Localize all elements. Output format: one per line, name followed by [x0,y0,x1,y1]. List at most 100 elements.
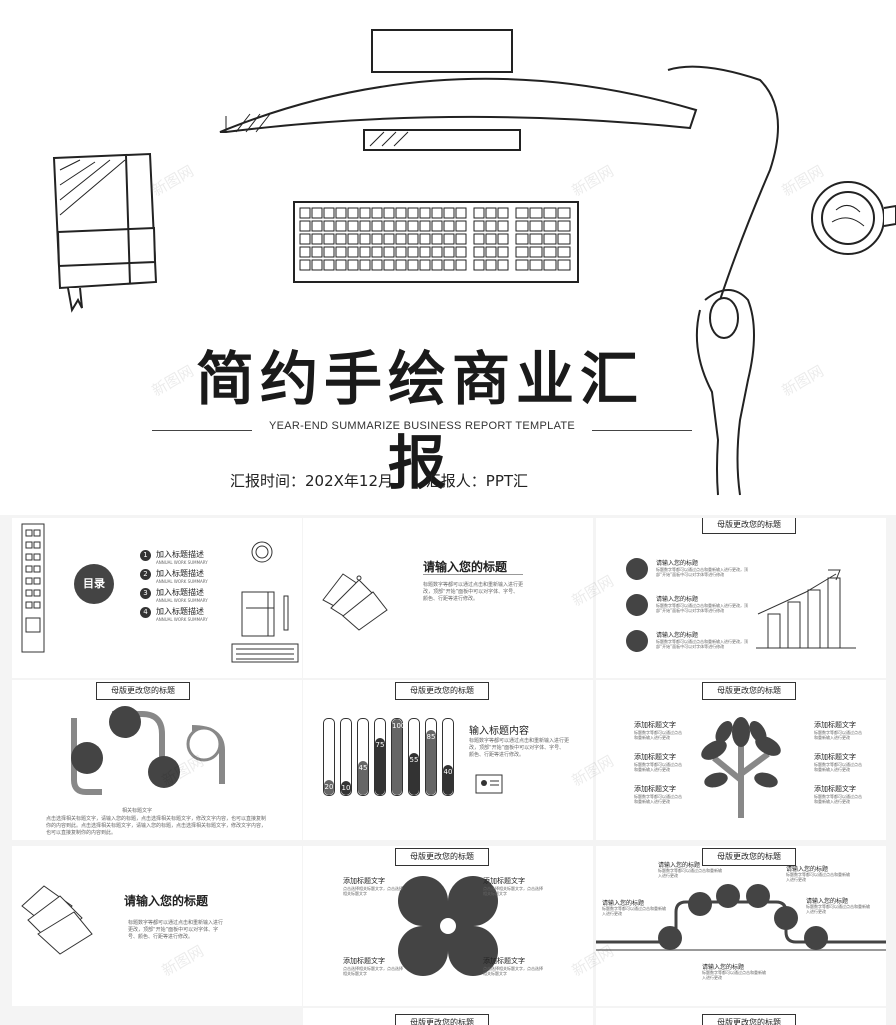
tree-label: 添加标题文字 [814,721,856,729]
tree-label: 添加标题文字 [814,785,856,793]
tree-label: 添加标题文字 [634,785,676,793]
key [359,246,371,258]
cup-small-icon [251,541,273,563]
key [335,259,347,271]
key [311,220,323,232]
bar-value: 75 [375,738,385,795]
bar-track: 85 [425,718,437,796]
key [347,246,359,258]
key [497,233,509,245]
key [529,207,543,219]
key [383,220,395,232]
bar-track: 55 [408,718,420,796]
clover-diagram [398,876,498,976]
slide-thumb-clover[interactable]: 母版更改您的标题 添加标题文字点击选择相关标题文字，点击选择相关标题文字添加标题… [303,846,593,1006]
toc-item-label: 加入标题描述 [156,569,204,578]
key [543,259,557,271]
toc-number: 2 [140,569,151,580]
key [395,220,407,232]
toc-item-label: 加入标题描述 [156,550,204,559]
key [359,207,371,219]
timeline-label: 请输入您的标题 [702,964,745,971]
growth-item-icon [626,594,648,616]
key [473,246,485,258]
subtitle-rule-left [152,430,252,431]
key [443,259,455,271]
key [455,233,467,245]
toc-item-sub: ANNUAL WORK SUMMARY [156,598,208,603]
key [419,233,431,245]
slide-thumb-partial[interactable]: 母版更改您的标题 [303,1008,593,1025]
slide-thumb-growth[interactable]: 母版更改您的标题 请输入您的标题标题数字等都可以通过点击和重新输入进行更改，顶部… [596,518,886,678]
growth-item-icon [626,558,648,580]
slide-ribbon: 母版更改您的标题 [387,682,497,700]
key [515,259,529,271]
process-circles [71,706,225,795]
key [407,220,419,232]
key [335,220,347,232]
tree-icon [701,717,781,818]
key [395,233,407,245]
key [543,220,557,232]
timeline-label-body: 标题数字等都可以通过点击和重新输入进行更改 [658,868,722,878]
clover-label-body: 点击选择相关标题文字，点击选择相关标题文字 [343,886,403,896]
slide-thumb-process[interactable]: 母版更改您的标题 相关标题文字 点击选择相关标题文字，请输入您的标题，点击选择相… [12,680,302,840]
slide-thumb-timeline[interactable]: 母版更改您的标题 请输入您的标题标题数字等都可以通过点击和重新输入进行更改请输入… [596,846,886,1006]
key [485,220,497,232]
key [407,259,419,271]
toc-item-sub: ANNUAL WORK SUMMARY [156,617,208,622]
swatch-fan-icon [21,885,93,955]
key [299,259,311,271]
key [359,259,371,271]
key [529,220,543,232]
key [371,220,383,232]
key [371,207,383,219]
bar-value: 85 [426,730,436,795]
toc-number: 3 [140,588,151,599]
clover-label: 添加标题文字 [343,877,385,885]
key [407,233,419,245]
key [443,207,455,219]
bar-value: 10 [341,781,351,795]
bar-track: 75 [374,718,386,796]
key [311,207,323,219]
tree-label: 添加标题文字 [634,753,676,761]
clover-label: 添加标题文字 [343,957,385,965]
key [543,233,557,245]
key [443,246,455,258]
slide-thumb-title-2[interactable]: 请输入您的标题 标题数字等都可以通过点击和重新输入进行更改，顶部“开始”面板中可… [12,846,302,1006]
process-caption: 相关标题文字 [122,808,153,814]
swatch-fan-icon [322,573,388,631]
key [407,246,419,258]
key [347,207,359,219]
bar-value: 45 [358,760,368,795]
timeline-label: 请输入您的标题 [602,900,645,907]
toc-item-label: 加入标题描述 [156,588,204,597]
key [497,220,509,232]
slide-thumb-tree[interactable]: 母版更改您的标题 添加标题文字标题数字等都可以通过点击和重新输入进行更改添加标题… [596,680,886,840]
key [347,233,359,245]
key [383,246,395,258]
key [359,220,371,232]
report-date: 汇报时间：202X年12月 [230,472,393,490]
key [311,259,323,271]
key [323,259,335,271]
key [431,246,443,258]
growth-item-body: 标题数字等都可以通过点击和重新输入进行更改，顶部“开始”面板中可以对字体等进行修… [656,567,748,577]
clover-label-body: 点击选择相关标题文字，点击选择相关标题文字 [343,966,403,976]
subtitle-rule-right [592,430,692,431]
key [455,259,467,271]
key [395,246,407,258]
key [431,207,443,219]
key [557,233,571,245]
slide-thumb-title[interactable]: 请输入您的标题 标题数字等都可以通过点击和重新输入进行更改，顶部“开始”面板中可… [303,518,593,678]
timeline-label-body: 标题数字等都可以通过点击和重新输入进行更改 [806,904,870,914]
slide-thumb-partial[interactable]: 母版更改您的标题 [596,1008,886,1025]
bar-track: 100 [391,718,405,796]
key [497,259,509,271]
key [455,246,467,258]
key [529,233,543,245]
